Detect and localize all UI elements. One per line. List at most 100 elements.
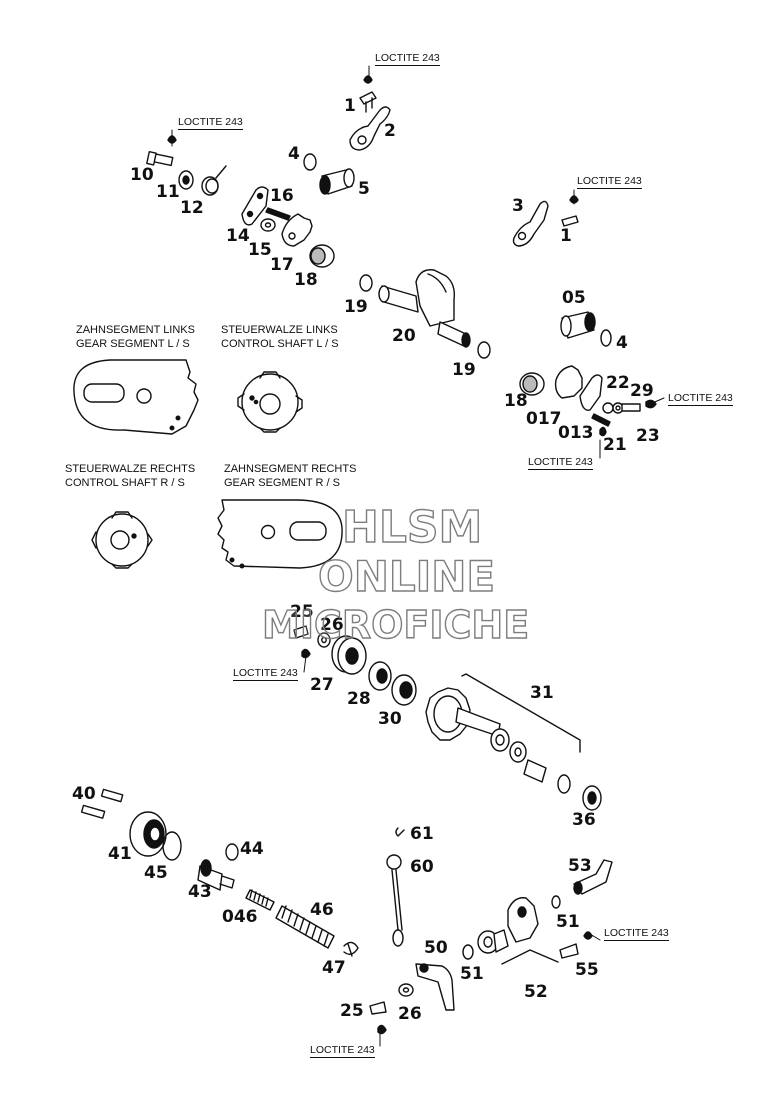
part-26-washer-bottom xyxy=(398,983,414,997)
part-22-washer xyxy=(602,402,614,414)
part-16-pin xyxy=(265,207,291,221)
callout-3: 3 xyxy=(512,196,524,216)
callout-10: 10 xyxy=(130,165,154,185)
watermark-line-1: HLSM xyxy=(341,502,483,553)
callout-41: 41 xyxy=(108,844,132,864)
callout-51-right: 51 xyxy=(556,912,580,932)
part-10-bolt xyxy=(146,135,177,167)
part-44-oring xyxy=(225,843,239,861)
part-52-bracket xyxy=(501,949,559,965)
caption-control-shaft-right: STEUERWALZE RECHTS CONTROL SHAFT R / S xyxy=(65,462,195,490)
callout-28: 28 xyxy=(347,689,371,709)
callout-53: 53 xyxy=(568,856,592,876)
callout-51-left: 51 xyxy=(460,964,484,984)
callout-25-bottom: 25 xyxy=(340,1001,364,1021)
part-11-nut xyxy=(178,170,194,190)
callout-31: 31 xyxy=(530,683,554,703)
callout-017: 017 xyxy=(526,409,562,429)
part-18-cap-left xyxy=(309,244,335,268)
caption-gear-segment-right-en: GEAR SEGMENT R / S xyxy=(224,477,340,489)
callout-20: 20 xyxy=(392,326,416,346)
callout-18-top: 18 xyxy=(294,270,318,290)
part-43-stud xyxy=(197,859,235,891)
callout-47: 47 xyxy=(322,958,346,978)
callout-27: 27 xyxy=(310,675,334,695)
callout-30: 30 xyxy=(378,709,402,729)
caption-control-shaft-left-en: CONTROL SHAFT L / S xyxy=(221,338,339,350)
part-017-gear-segment xyxy=(554,365,583,399)
part-18-cap-right xyxy=(519,372,545,396)
callout-23: 23 xyxy=(636,426,660,446)
callout-60: 60 xyxy=(410,857,434,877)
part-26-washer-mid xyxy=(317,632,331,648)
part-12-spring xyxy=(201,165,227,196)
callout-05: 05 xyxy=(562,288,586,308)
callout-19-right: 19 xyxy=(452,360,476,380)
watermark-line-2: ONLINE xyxy=(317,552,496,601)
insert-gear-segment-right xyxy=(217,499,343,569)
part-50-lever xyxy=(415,963,455,1011)
caption-gear-segment-left-en: GEAR SEGMENT L / S xyxy=(76,338,190,350)
callout-16: 16 xyxy=(270,186,294,206)
part-36-bearing xyxy=(582,785,602,811)
callout-43: 43 xyxy=(188,882,212,902)
part-046-spring xyxy=(245,889,275,911)
part-21-pin xyxy=(591,413,611,427)
callout-15: 15 xyxy=(248,240,272,260)
part-2-lever xyxy=(349,106,391,151)
part-19-oring-left xyxy=(359,274,373,292)
callout-50: 50 xyxy=(424,938,448,958)
part-23-bolt xyxy=(621,399,657,412)
part-28-ring xyxy=(368,661,392,691)
part-1-screw-right xyxy=(561,195,579,227)
callout-2: 2 xyxy=(384,121,396,141)
part-19-oring-right xyxy=(477,341,491,359)
callout-46: 46 xyxy=(310,900,334,920)
watermark-line-3: MICROFICHE xyxy=(261,603,530,647)
loctite-label-6: LOCTITE 243 xyxy=(233,667,298,681)
part-1-screw-top xyxy=(359,75,377,113)
part-47-clip xyxy=(343,941,359,957)
caption-gear-segment-right: ZAHNSEGMENT RECHTS GEAR SEGMENT R / S xyxy=(224,462,356,490)
callout-26-bottom: 26 xyxy=(398,1004,422,1024)
callout-4-top: 4 xyxy=(288,144,300,164)
part-61-cotter xyxy=(395,827,405,837)
callout-44: 44 xyxy=(240,839,264,859)
part-05-sleeve xyxy=(560,311,596,339)
callout-29: 29 xyxy=(630,381,654,401)
callout-17: 17 xyxy=(270,255,294,275)
part-25-screw-mid xyxy=(293,625,311,659)
part-4-oring-right xyxy=(600,329,612,347)
callout-45: 45 xyxy=(144,863,168,883)
loctite-label-3: LOCTITE 243 xyxy=(577,175,642,189)
callout-26-mid: 26 xyxy=(320,615,344,635)
callout-19-left: 19 xyxy=(344,297,368,317)
part-31-bracket xyxy=(461,673,581,753)
callout-11: 11 xyxy=(156,182,180,202)
part-4-oring xyxy=(303,153,317,171)
part-40-bolts xyxy=(80,788,124,819)
caption-control-shaft-right-de: STEUERWALZE RECHTS xyxy=(65,463,196,475)
callout-40: 40 xyxy=(72,784,96,804)
callout-21: 21 xyxy=(603,435,627,455)
loctite-label-7: LOCTITE 243 xyxy=(604,927,669,941)
caption-gear-segment-left-de: ZAHNSEGMENT LINKS xyxy=(76,324,195,336)
caption-gear-segment-left: ZAHNSEGMENT LINKS GEAR SEGMENT L / S xyxy=(76,323,195,351)
part-52-selector xyxy=(462,895,561,960)
insert-control-shaft-right xyxy=(91,511,153,569)
part-45-oring xyxy=(162,831,182,861)
caption-control-shaft-right-en: CONTROL SHAFT R / S xyxy=(65,477,185,489)
part-25-screw-bottom xyxy=(369,1001,387,1035)
part-27-bearing-cage xyxy=(331,635,367,675)
loctite-label-4: LOCTITE 243 xyxy=(668,392,733,406)
part-60-rod xyxy=(386,854,404,947)
part-5-sleeve xyxy=(319,168,355,195)
callout-14: 14 xyxy=(226,226,250,246)
part-53-shift-lever xyxy=(573,859,613,895)
loctite-label-1: LOCTITE 243 xyxy=(375,52,440,66)
callout-61: 61 xyxy=(410,824,434,844)
part-55-bolt xyxy=(559,931,593,959)
part-41-cover xyxy=(129,811,167,857)
part-30-bearing xyxy=(391,674,417,706)
